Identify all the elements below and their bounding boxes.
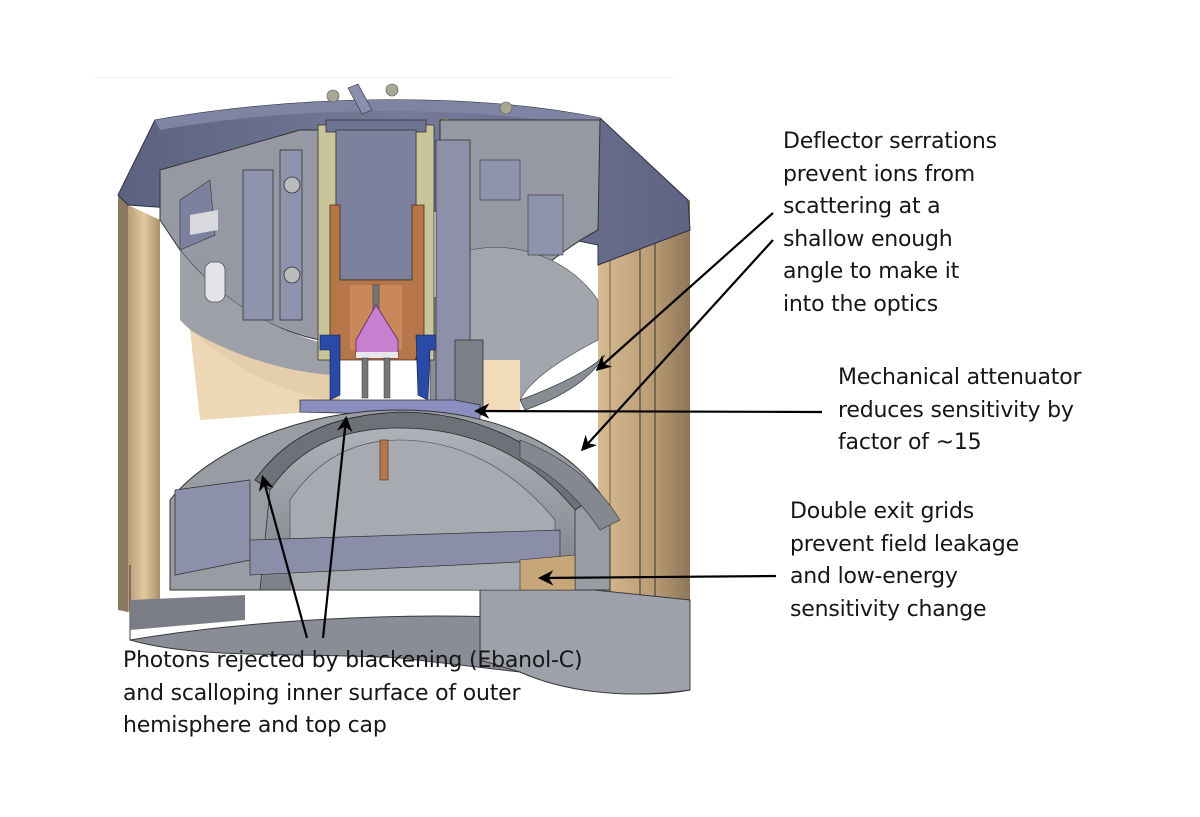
annotation-deflector-serrations: Deflector serrations prevent ions from s…: [783, 126, 997, 321]
annotation-line: Photons rejected by blackening (Ebanol-C…: [123, 648, 583, 673]
annotation-line: prevent field leakage: [790, 531, 1019, 557]
arrow-deflector-2: [580, 239, 774, 452]
annotation-line: shallow enough: [783, 226, 953, 252]
annotation-line: Mechanical attenuator: [838, 365, 1082, 390]
annotation-line: prevent ions from: [783, 161, 975, 187]
arrow-photons-2: [321, 415, 353, 639]
annotation-line: sensitivity change: [790, 596, 987, 622]
central-column: [317, 119, 484, 416]
annotation-line: Deflector serrations: [783, 129, 997, 154]
arrow-deflector-1: [595, 212, 774, 372]
annotation-line: Double exit grids: [790, 499, 974, 524]
annotation-line: reduces sensitivity by: [838, 397, 1074, 423]
annotation-photon-rejection: Photons rejected by blackening (Ebanol-C…: [123, 645, 583, 743]
arrow-attenuator: [473, 403, 823, 419]
left-mechanism: [159, 129, 330, 400]
inner-tan-window: [190, 330, 340, 420]
annotation-line: scattering at a: [783, 194, 941, 219]
arrow-photons-1: [258, 475, 309, 639]
arrow-exit-grids: [537, 570, 777, 586]
annotation-line: factor of ~15: [838, 430, 982, 455]
outer-shell: [118, 195, 690, 650]
annotation-line: hemisphere and top cap: [123, 713, 387, 738]
base-ring: [129, 565, 691, 695]
annotation-line: and scalloping inner surface of outer: [123, 680, 521, 706]
annotation-line: angle to make it: [783, 259, 960, 284]
annotation-arrows: [258, 212, 823, 639]
annotation-line: and low-energy: [790, 564, 958, 589]
annotation-mechanical-attenuator: Mechanical attenuator reduces sensitivit…: [838, 362, 1082, 460]
annotation-line: into the optics: [783, 291, 938, 317]
scalloped-deflector: [519, 439, 621, 531]
image-top-edge: [95, 77, 675, 78]
annotation-double-exit-grids: Double exit grids prevent field leakage …: [790, 496, 1019, 626]
hemispheres: [169, 409, 621, 591]
